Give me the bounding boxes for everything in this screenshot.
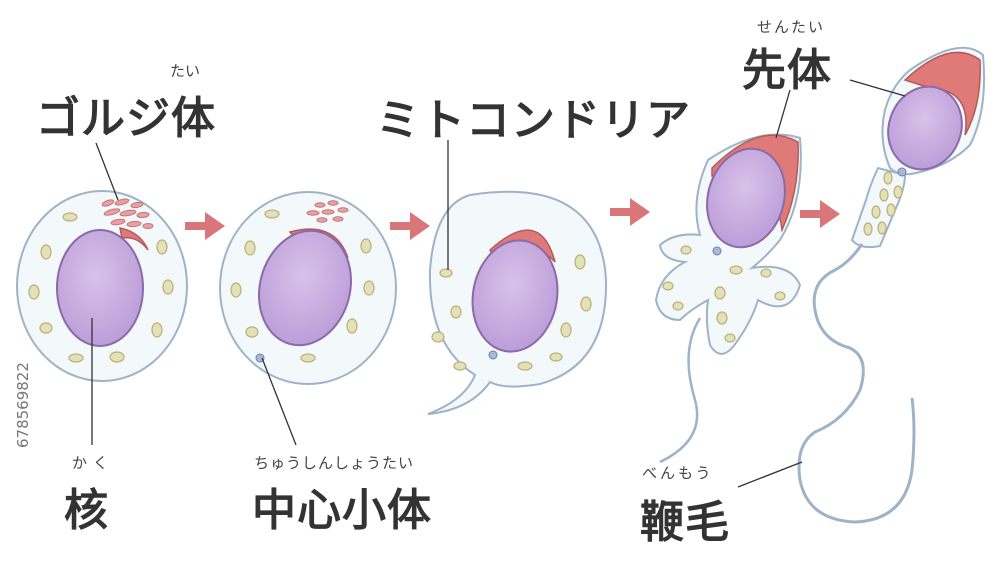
leader-lines: [91, 79, 906, 488]
nucleus-ruby: かく: [72, 454, 115, 472]
cell-stage-5: [797, 46, 986, 524]
acrosome-ruby: せんたい: [757, 18, 826, 36]
centriole-ruby: ちゅうしんしょうたい: [254, 454, 415, 472]
golgi-label: ゴルジ体: [36, 93, 216, 144]
flagellum: [797, 243, 916, 524]
nucleus-label: 核: [64, 485, 109, 536]
stock-id: 678569822: [14, 362, 32, 448]
cell-stage-4: [654, 133, 802, 464]
arrow-3: [610, 198, 650, 226]
mitochondria-1: [28, 212, 174, 363]
acrosome-label: 先体: [742, 45, 832, 96]
nucleus-1: [56, 229, 144, 347]
cell-stage-1: [16, 190, 188, 382]
golgi-ruby: たい: [170, 62, 201, 80]
centriole: [255, 353, 265, 363]
mitochondria-label: ミトコンドリア: [376, 95, 691, 146]
cell-stage-2: [219, 191, 397, 385]
flagellum-label: 鞭毛: [640, 497, 730, 548]
centriole-label: 中心小体: [252, 485, 432, 536]
flagellum-ruby: べんもう: [642, 464, 714, 482]
arrow-4: [800, 200, 840, 228]
arrow-2: [390, 212, 430, 240]
golgi-body: [101, 198, 154, 229]
cell-stage-3: [427, 190, 608, 415]
arrow-1: [185, 212, 225, 240]
